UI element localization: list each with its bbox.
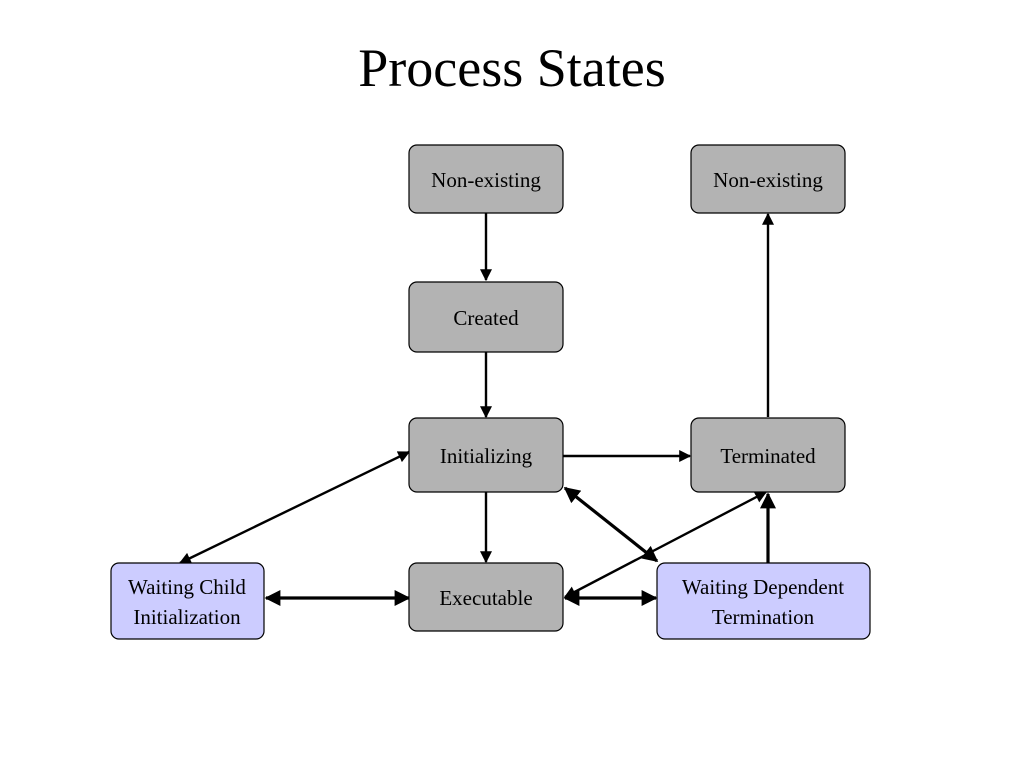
node-label: Non-existing (431, 168, 541, 192)
node-created: Created (408, 281, 564, 353)
node-label: Non-existing (713, 168, 823, 192)
node-non-existing-start: Non-existing (408, 144, 564, 214)
node-label-line-1: Waiting Child (128, 575, 246, 599)
node-initializing: Initializing (408, 417, 564, 493)
edge-executable-terminated (563, 490, 768, 599)
node-label: Initializing (440, 444, 533, 468)
page-title: Process States (358, 38, 666, 98)
node-label: Executable (439, 586, 532, 610)
node-non-existing-end: Non-existing (690, 144, 846, 214)
node-label: Created (453, 306, 519, 330)
node-waiting-dependent-termination: Waiting Dependent Termination (656, 562, 871, 640)
node-label-line-2: Termination (712, 605, 815, 629)
edge-initializing-waiting-child (178, 450, 411, 565)
node-terminated: Terminated (690, 417, 846, 493)
node-label-line-2: Initialization (133, 605, 241, 629)
edge-initializing-waiting-dependent (563, 486, 659, 563)
node-label-line-1: Waiting Dependent (682, 575, 844, 599)
edges (178, 212, 776, 606)
node-executable: Executable (408, 562, 564, 632)
node-label: Terminated (720, 444, 816, 468)
node-waiting-child-initialization: Waiting Child Initialization (110, 562, 265, 640)
